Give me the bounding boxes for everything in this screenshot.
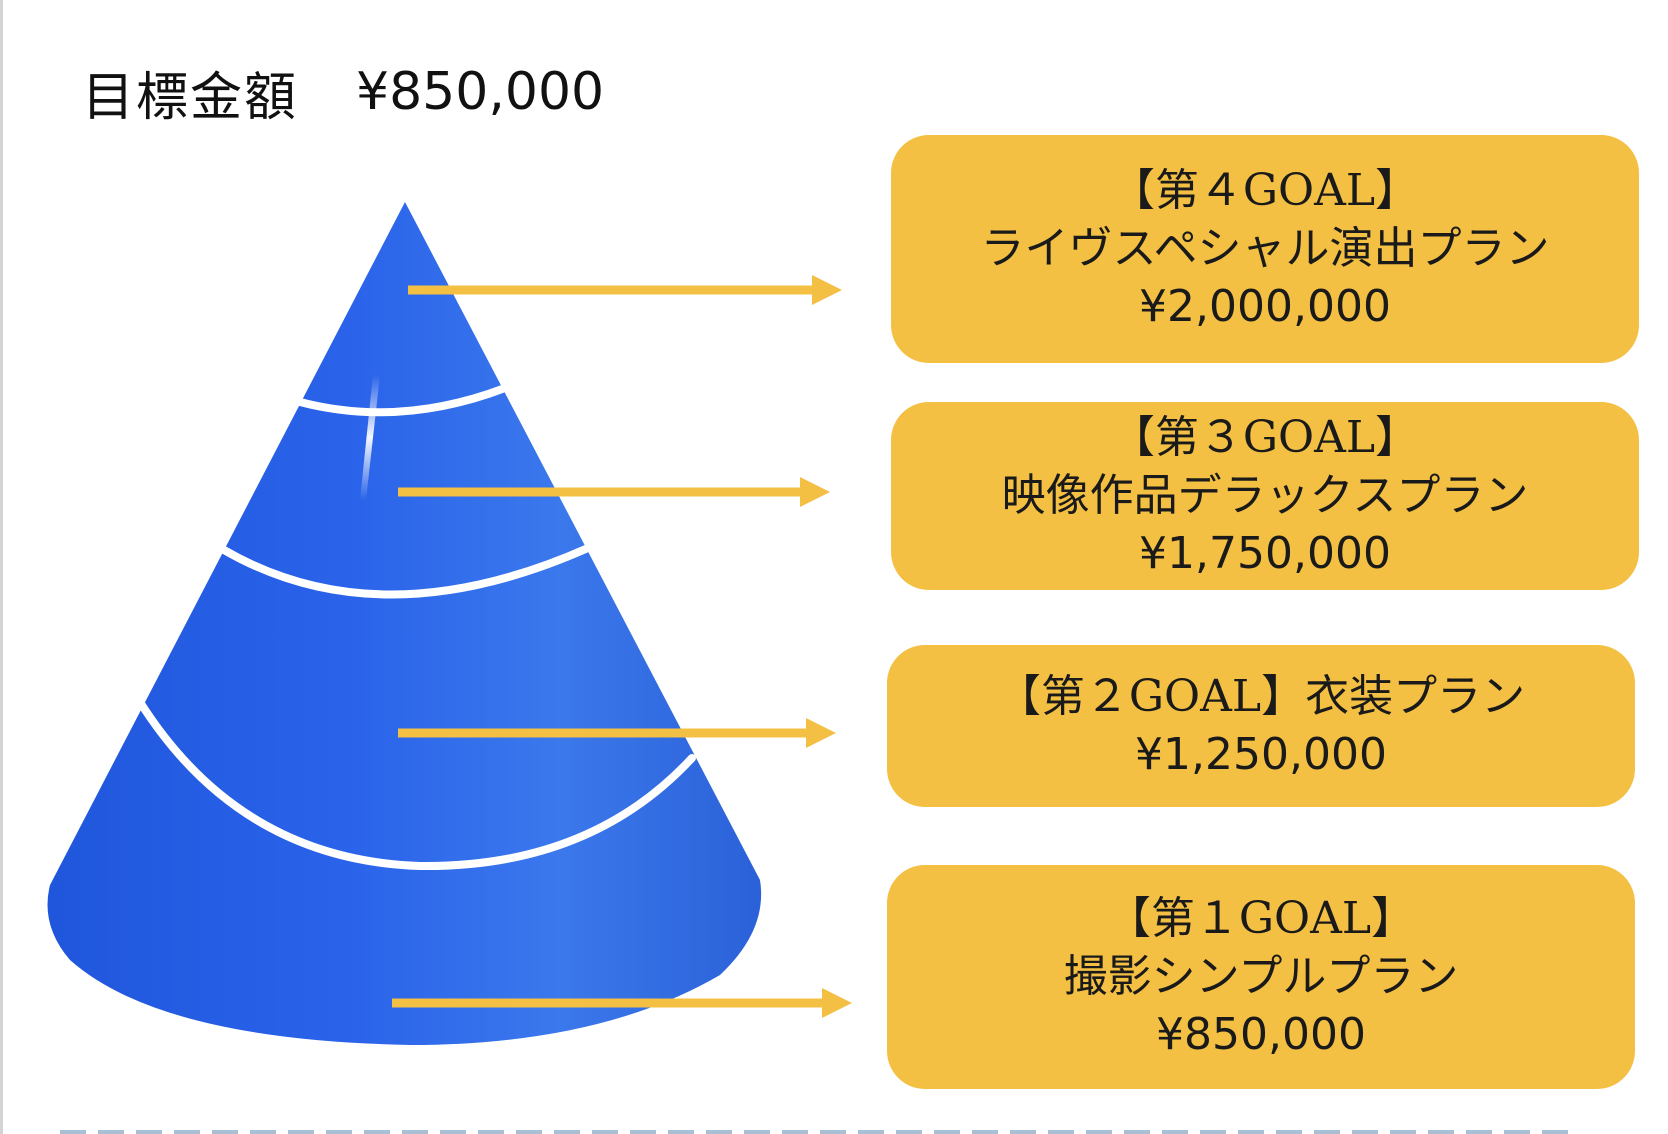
arrow-goal-3 — [398, 477, 830, 507]
goal-1-plan: 撮影シンプルプラン — [1063, 951, 1459, 1002]
goal-1-box: 【第１GOAL】 撮影シンプルプラン ¥850,000 — [887, 865, 1635, 1089]
left-border — [0, 0, 3, 1134]
cone-band-2-1 — [136, 698, 696, 871]
goal-3-plan: 映像作品デラックスプラン — [1001, 470, 1529, 521]
goal-2-title: 【第２GOAL】衣装プラン — [996, 671, 1526, 722]
goal-4-title: 【第４GOAL】 — [1110, 165, 1420, 216]
goal-1-price: ¥850,000 — [1156, 1009, 1366, 1060]
target-amount-label: 目標金額 — [82, 67, 299, 128]
cone-body — [47, 202, 762, 1045]
cone-highlight — [360, 375, 380, 500]
target-amount-header: 目標金額 ¥850,000 — [82, 52, 604, 132]
goal-4-box: 【第４GOAL】 ライヴスペシャル演出プラン ¥2,000,000 — [891, 135, 1639, 363]
goal-3-title: 【第３GOAL】 — [1110, 412, 1420, 463]
goal-4-plan: ライヴスペシャル演出プラン — [980, 223, 1550, 274]
arrow-goal-4 — [408, 275, 842, 305]
goal-4-price: ¥2,000,000 — [1139, 281, 1391, 332]
goal-2-price: ¥1,250,000 — [1135, 729, 1387, 780]
cone-band-3-2 — [220, 544, 592, 599]
goal-2-box: 【第２GOAL】衣装プラン ¥1,250,000 — [887, 645, 1635, 807]
goal-3-price: ¥1,750,000 — [1139, 528, 1391, 579]
arrow-goal-1 — [392, 988, 852, 1018]
arrow-goal-2 — [398, 718, 836, 748]
goal-3-box: 【第３GOAL】 映像作品デラックスプラン ¥1,750,000 — [891, 402, 1639, 590]
bottom-dashed-divider — [60, 1130, 1580, 1134]
target-amount-value: ¥850,000 — [356, 62, 605, 122]
goal-1-title: 【第１GOAL】 — [1106, 893, 1416, 944]
cone-band-4-3 — [296, 384, 509, 417]
